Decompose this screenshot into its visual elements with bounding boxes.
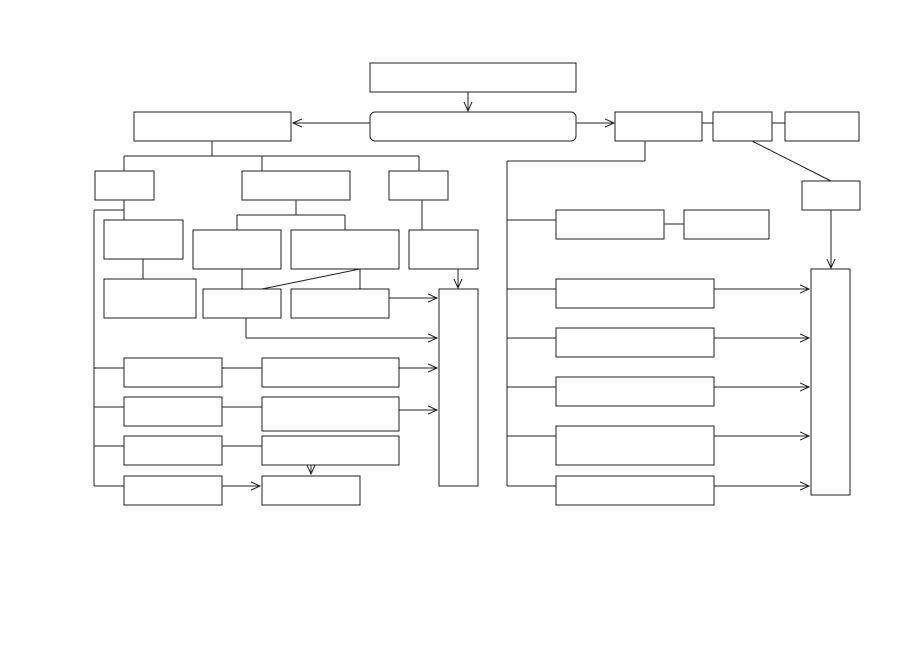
r-row3-node xyxy=(555,327,715,358)
r-row4-node xyxy=(555,376,715,407)
right-main-node xyxy=(614,111,703,142)
l-small-2-node xyxy=(388,170,449,201)
left-main-node xyxy=(133,111,292,142)
r-row5-node xyxy=(555,425,715,466)
l-small-1-node xyxy=(94,170,155,201)
l-tall-node xyxy=(438,288,479,487)
l-row3-b-node xyxy=(261,435,400,466)
l-mid-1-node xyxy=(241,170,351,201)
l-row4-a-node xyxy=(123,475,223,506)
l-box-a-node xyxy=(103,219,184,260)
right-box-3-node xyxy=(784,111,860,142)
l-box-e-node xyxy=(202,288,282,319)
l-box-c-node xyxy=(192,229,282,270)
l-box-f-node xyxy=(290,288,390,319)
top-node xyxy=(369,62,577,93)
l-box-g-node xyxy=(408,229,479,270)
l-row2-b-node xyxy=(261,396,400,432)
r-row1-b-node xyxy=(683,209,770,240)
diagonal-box2-to-side xyxy=(751,140,832,182)
r-row2-node xyxy=(555,278,715,309)
center-node xyxy=(369,111,577,142)
l-row1-a-node xyxy=(123,357,223,388)
l-box-d-node xyxy=(290,229,400,270)
right-side-node xyxy=(801,180,861,211)
r-row6-node xyxy=(555,475,715,506)
l-row2-a-node xyxy=(123,396,223,427)
diagonal-d-to-e xyxy=(261,268,361,290)
l-box-b-node xyxy=(103,278,197,319)
l-row1-b-node xyxy=(261,357,400,388)
right-box-2-node xyxy=(712,111,773,142)
r-row1-a-node xyxy=(555,209,665,240)
r-tall-node xyxy=(810,268,851,496)
l-row4-b-node xyxy=(261,475,361,506)
l-row3-a-node xyxy=(123,435,223,466)
